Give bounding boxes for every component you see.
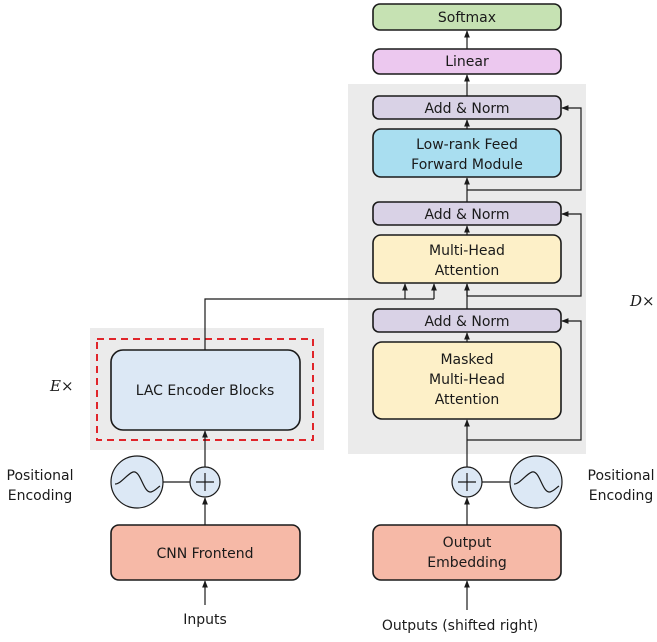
decoder-repeat-label: D×	[629, 292, 655, 310]
linear-label: Linear	[445, 54, 489, 70]
decoder-pos-enc-line1: Positional	[588, 468, 655, 484]
encoder-repeat-label: E×	[49, 377, 74, 395]
encoder-pos-enc-line1: Positional	[7, 468, 74, 484]
add-norm-top-label: Add & Norm	[424, 101, 509, 117]
add-norm-mid-label: Add & Norm	[424, 207, 509, 223]
output-embedding-line2: Embedding	[427, 555, 506, 571]
decoder-pos-enc-line2: Encoding	[589, 488, 654, 504]
residual-mha	[467, 211, 582, 297]
mha-line2: Attention	[435, 263, 500, 279]
decoder-input-label: Outputs (shifted right)	[382, 618, 538, 634]
masked-line2: Multi-Head	[429, 372, 505, 388]
output-embedding-box	[372, 524, 562, 581]
masked-line1: Masked	[440, 352, 493, 368]
encoder-input-label: Inputs	[183, 612, 227, 628]
softmax-box	[372, 3, 562, 31]
residual-masked	[467, 318, 582, 441]
residual-ff	[467, 105, 582, 191]
masked-line3: Attention	[435, 392, 500, 408]
mha-line1: Multi-Head	[429, 243, 505, 259]
cnn-frontend-label: CNN Frontend	[157, 546, 254, 562]
lac-encoder-blocks-label: LAC Encoder Blocks	[136, 383, 275, 399]
add-norm-low-label: Add & Norm	[424, 314, 509, 330]
encoder-pos-enc-line2: Encoding	[8, 488, 73, 504]
low-rank-ff-line2: Forward Module	[411, 157, 523, 173]
low-rank-ff-line1: Low-rank Feed	[416, 137, 518, 153]
output-embedding-line1: Output	[443, 535, 492, 551]
encoder-output-to-mha	[204, 298, 434, 350]
softmax-label: Softmax	[438, 10, 496, 26]
